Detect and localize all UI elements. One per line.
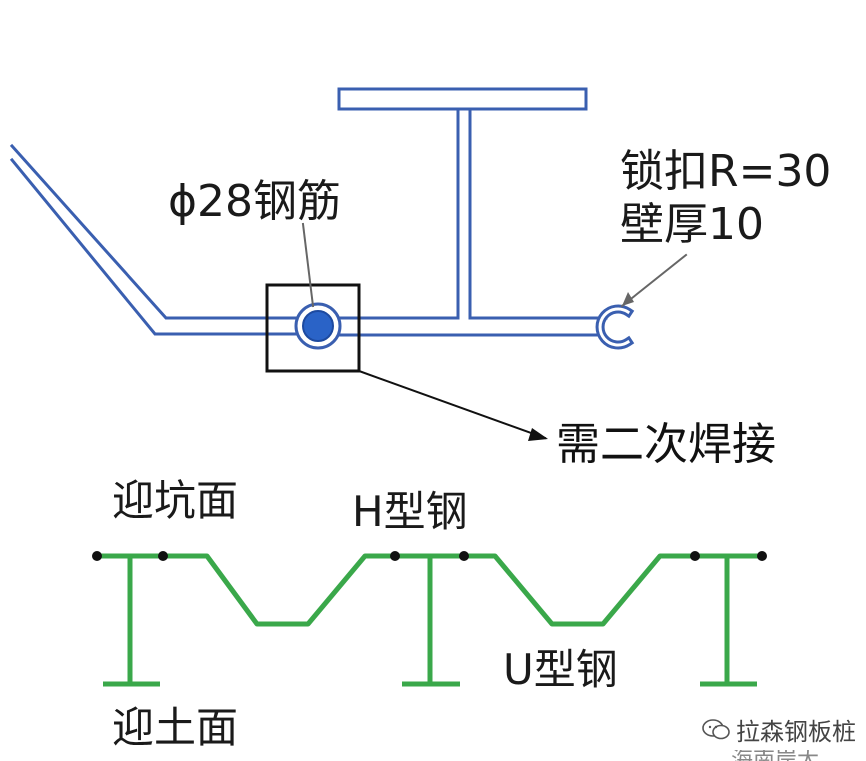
watermark: 拉森钢板桩 xyxy=(702,712,856,747)
soil-face-label: 迎土面 xyxy=(112,703,239,752)
h-steel-label: H型钢 xyxy=(352,487,468,536)
lock-leader-arrow xyxy=(622,292,634,306)
weld-detail-box xyxy=(265,283,361,373)
sloped-plate xyxy=(9,143,304,336)
u-steel-label: U型钢 xyxy=(503,645,618,694)
weld-note-label: 需二次焊接 xyxy=(556,419,776,470)
weld-leader xyxy=(357,369,547,440)
rebar-label: ϕ28钢筋 xyxy=(168,176,342,227)
pit-face-label: 迎坑面 xyxy=(112,476,239,525)
wall-thickness-label: 壁厚10 xyxy=(620,199,764,250)
watermark-partial-line: …… 海南岸大钢桩 xyxy=(680,750,830,761)
upper-detail xyxy=(9,87,688,441)
lower-section xyxy=(97,553,762,687)
wechat-icon xyxy=(702,718,730,739)
rebar-weld xyxy=(294,302,342,350)
weld-leader-arrow xyxy=(528,428,548,441)
lock-leader xyxy=(620,253,688,308)
lock-radius-label: 锁扣R=30 xyxy=(620,146,832,197)
rebar-leader xyxy=(301,222,315,308)
t-web xyxy=(456,107,472,320)
horizontal-plate xyxy=(334,316,608,337)
watermark-text: 拉森钢板桩 xyxy=(736,718,856,746)
t-flange xyxy=(337,87,588,111)
weld-points xyxy=(92,551,767,561)
